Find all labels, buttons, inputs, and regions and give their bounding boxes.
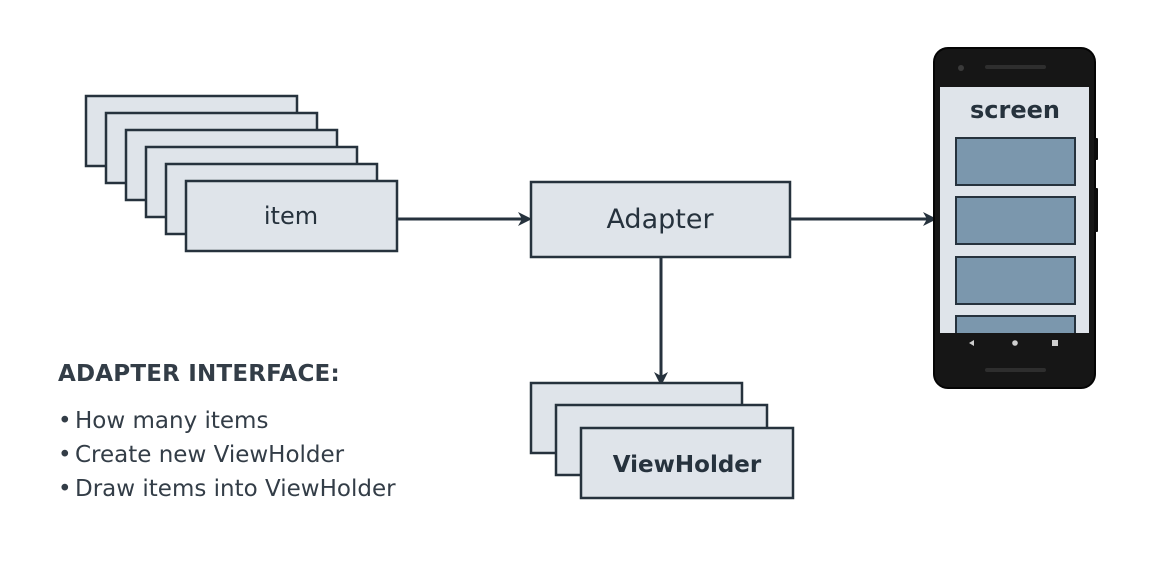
phone-side-button xyxy=(1094,188,1098,232)
screen-row xyxy=(955,315,1076,335)
screen-bottom-edge xyxy=(940,333,1089,335)
list-item: •How many items xyxy=(58,404,478,438)
adapter-label: Adapter xyxy=(606,204,714,235)
list-item-text: How many items xyxy=(75,408,269,434)
bullet: • xyxy=(58,442,72,468)
list-item-text: Draw items into ViewHolder xyxy=(75,476,396,502)
adapter-node: Adapter xyxy=(529,180,792,259)
list-item: •Create new ViewHolder xyxy=(58,438,478,472)
recents-icon xyxy=(1052,340,1058,346)
back-icon xyxy=(969,340,974,346)
phone-side-button xyxy=(1094,138,1098,160)
item-label: item xyxy=(264,202,318,230)
bullet: • xyxy=(58,408,72,434)
camera-icon xyxy=(958,65,964,71)
viewholder-label: ViewHolder xyxy=(613,452,762,478)
screen-row xyxy=(955,137,1076,186)
bullet: • xyxy=(58,476,72,502)
item-card-front xyxy=(184,179,399,253)
item-stack: item xyxy=(84,94,399,253)
screen-row xyxy=(955,256,1076,305)
home-icon xyxy=(1012,340,1018,346)
speaker-grill xyxy=(985,65,1046,69)
screen-row xyxy=(955,196,1076,245)
viewholder-card-front xyxy=(579,426,795,500)
adapter-interface-panel: ADAPTER INTERFACE: •How many items •Crea… xyxy=(58,358,478,506)
phone: screen xyxy=(933,47,1098,389)
interface-title: ADAPTER INTERFACE: xyxy=(58,361,340,387)
screen-label: screen xyxy=(970,96,1060,124)
interface-list: •How many items •Create new ViewHolder •… xyxy=(58,404,478,506)
list-item-text: Create new ViewHolder xyxy=(75,442,345,468)
viewholder-stack: ViewHolder xyxy=(529,381,795,500)
phone-chin-speaker xyxy=(985,368,1046,372)
list-item: •Draw items into ViewHolder xyxy=(58,472,478,506)
